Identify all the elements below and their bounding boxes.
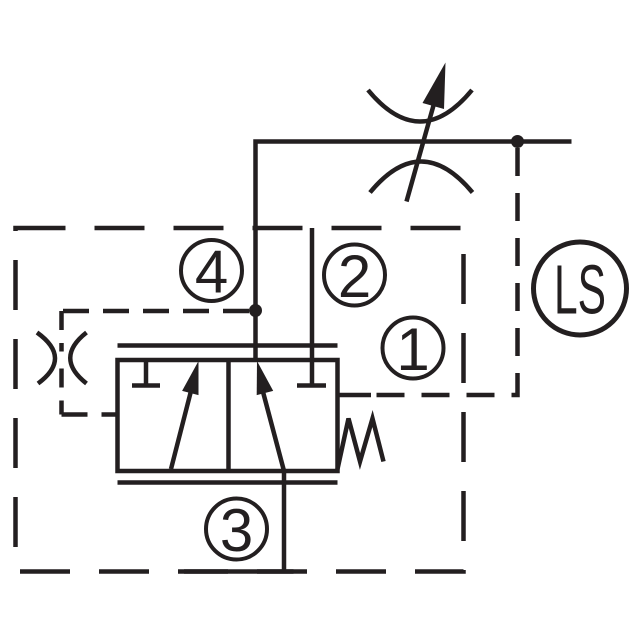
adjustment-arrow-head bbox=[422, 62, 446, 109]
pilot-junction-dot bbox=[249, 304, 262, 317]
pilot-line-with-orifice bbox=[35, 308, 249, 417]
orifice-lower-arc bbox=[368, 159, 475, 194]
ls-dashed-line bbox=[371, 148, 520, 398]
load-sense-circle bbox=[531, 239, 629, 338]
port-4-number: 4 bbox=[195, 239, 228, 306]
flow-arrow-right-head bbox=[256, 361, 274, 396]
port-3-label: 3 bbox=[204, 496, 269, 564]
port-2-circle bbox=[322, 242, 387, 308]
load-sense-label: LS bbox=[531, 239, 629, 338]
port-1-circle bbox=[380, 315, 446, 381]
port-4-label: 4 bbox=[179, 238, 244, 306]
flow-arrow-left-shaft bbox=[168, 388, 194, 470]
spool-valve bbox=[115, 343, 386, 485]
port-1-number: 1 bbox=[396, 316, 429, 383]
load-sense-pilot-line bbox=[337, 148, 520, 398]
fixed-orifice-left-arc bbox=[35, 330, 58, 386]
adjustment-arrow-shaft bbox=[404, 92, 440, 203]
port-2-number: 2 bbox=[338, 243, 371, 310]
port-3-number: 3 bbox=[220, 497, 253, 564]
port-1-label: 1 bbox=[380, 315, 446, 383]
port-2-label: 2 bbox=[322, 242, 387, 310]
flow-arrow-left-head bbox=[182, 361, 199, 396]
port-4-supply-line bbox=[253, 139, 572, 360]
port-4-circle bbox=[179, 238, 244, 303]
return-spring-icon bbox=[335, 409, 386, 470]
flow-arrow-right-shaft bbox=[260, 389, 287, 472]
adjustable-orifice-icon bbox=[366, 62, 475, 203]
fixed-orifice-right-arc bbox=[68, 330, 88, 386]
ls-junction-dot bbox=[511, 135, 524, 148]
port-3-circle bbox=[204, 496, 269, 562]
orifice-upper-arc bbox=[366, 88, 474, 124]
load-sense-text: LS bbox=[554, 251, 606, 329]
